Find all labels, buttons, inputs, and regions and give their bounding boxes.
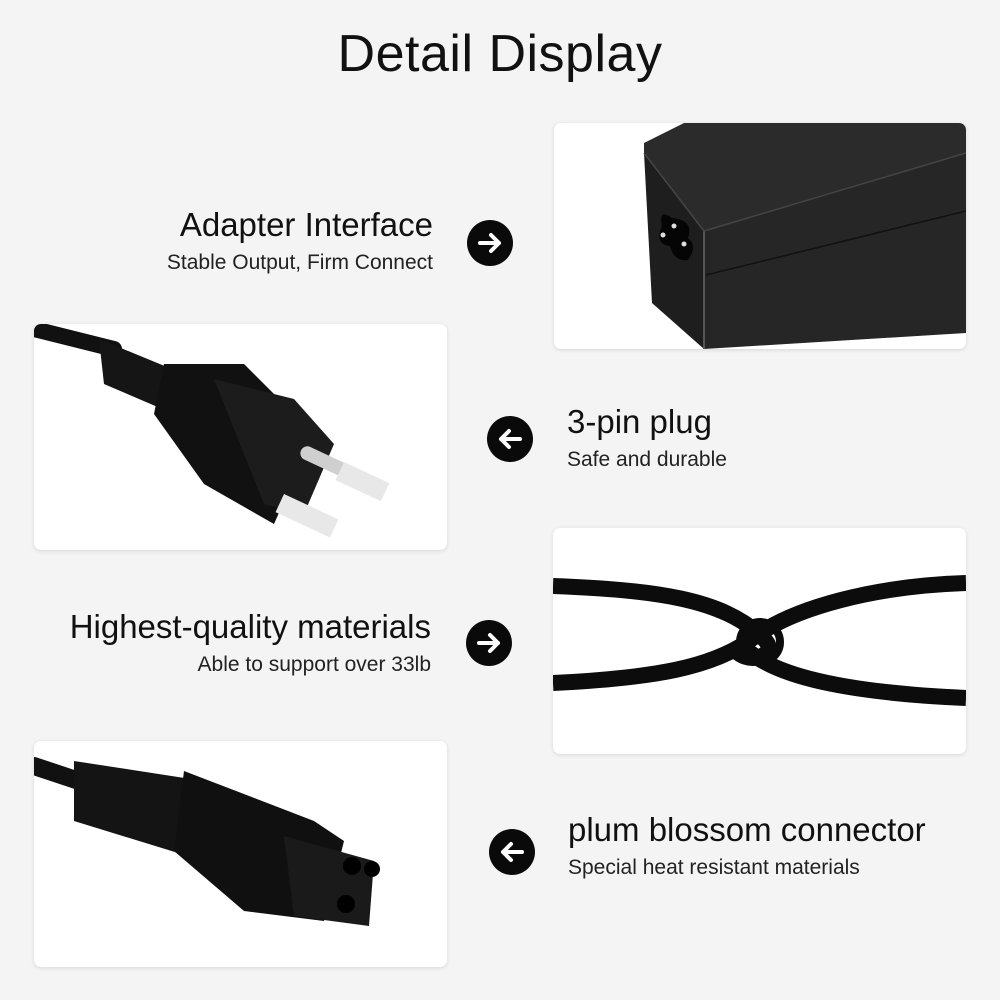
feature-3-pin-plug: 3-pin plug Safe and durable — [567, 402, 727, 474]
cable-image — [553, 528, 966, 754]
feature-heading: Adapter Interface — [179, 206, 433, 243]
arrow-left-icon — [489, 829, 535, 875]
feature-heading: plum blossom connector — [568, 811, 926, 848]
feature-adapter-interface: Adapter Interface Stable Output, Firm Co… — [167, 205, 433, 277]
feature-materials: Highest-quality materials Able to suppor… — [70, 607, 431, 679]
feature-subtext: Able to support over 33lb — [197, 653, 431, 676]
cloverleaf-connector-illustration — [34, 757, 380, 926]
feature-plum-blossom-connector: plum blossom connector Special heat resi… — [568, 810, 926, 882]
three-pin-plug-illustration — [34, 324, 390, 538]
arrow-right-icon — [467, 220, 513, 266]
adapter-image — [554, 123, 966, 349]
connector-image — [34, 741, 447, 967]
page-title: Detail Display — [337, 25, 663, 83]
feature-subtext: Safe and durable — [567, 448, 727, 471]
feature-subtext: Stable Output, Firm Connect — [166, 251, 433, 274]
feature-heading: Highest-quality materials — [69, 608, 431, 645]
arrow-right-icon — [466, 620, 512, 666]
plug-image — [34, 324, 447, 550]
arrow-left-icon — [487, 416, 533, 462]
feature-heading: 3-pin plug — [567, 403, 712, 440]
knotted-cable-illustration — [553, 575, 966, 706]
feature-subtext: Special heat resistant materials — [568, 856, 860, 879]
power-adapter-illustration — [643, 123, 966, 349]
